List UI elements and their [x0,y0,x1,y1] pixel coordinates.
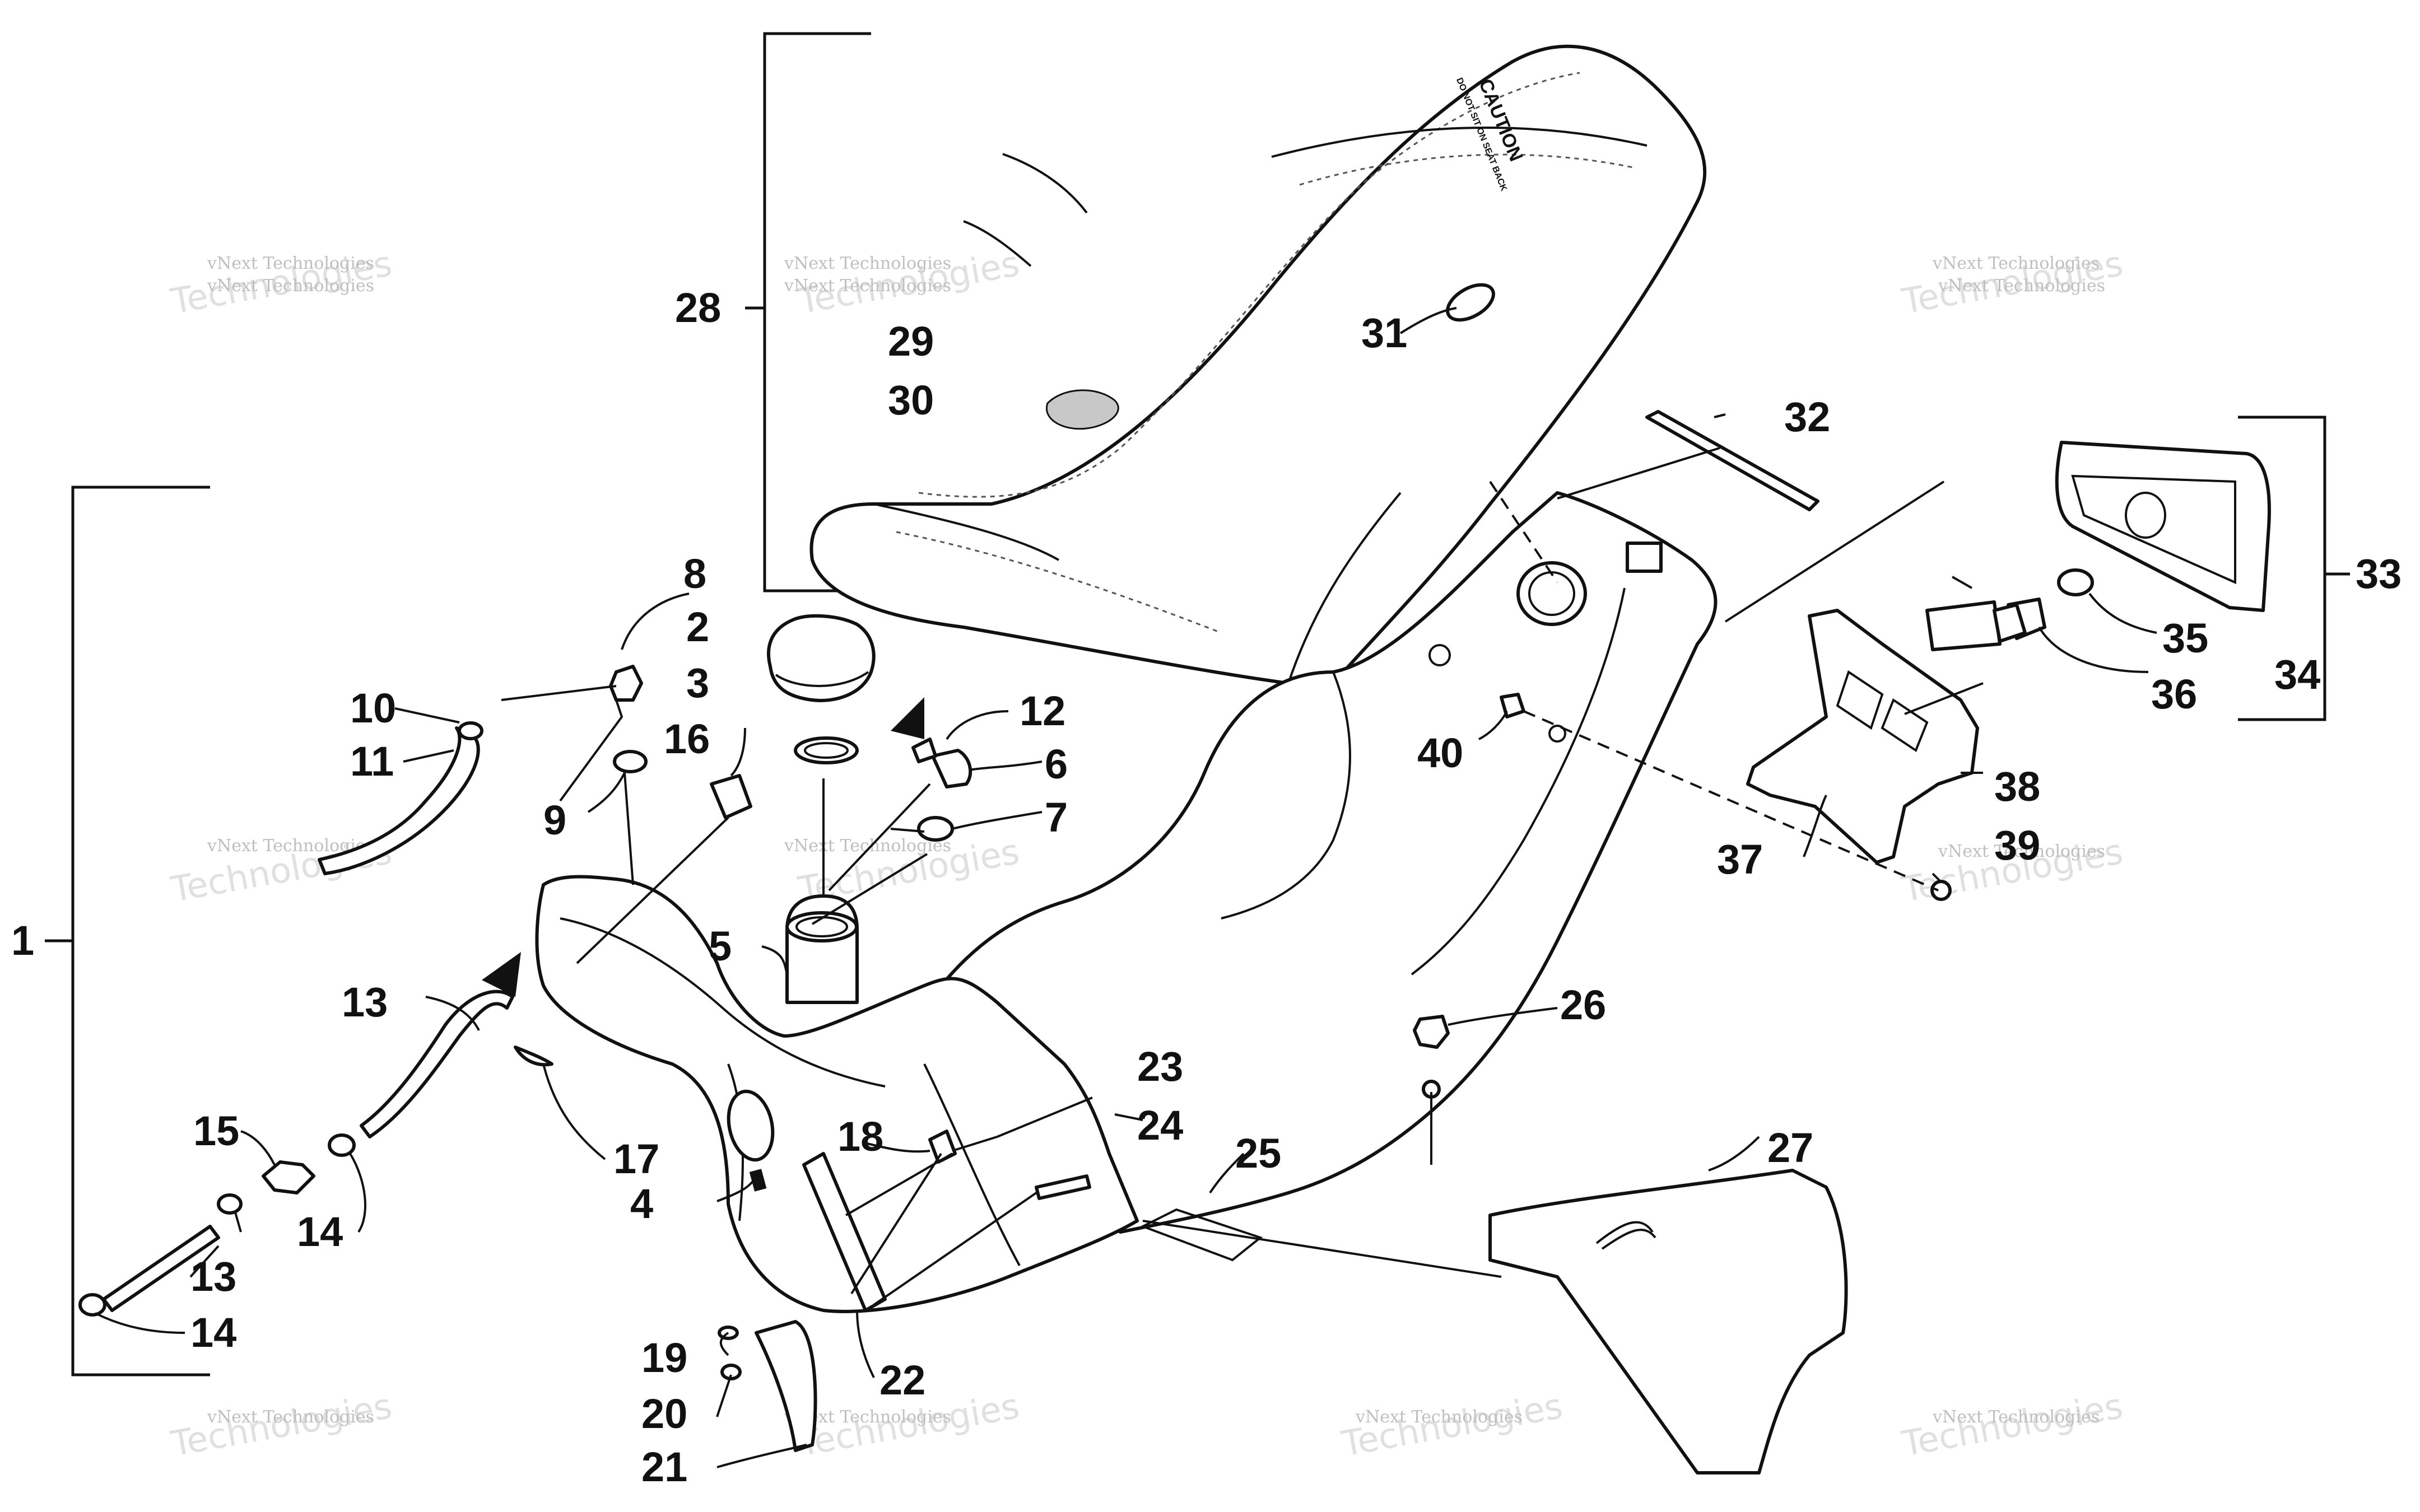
callout-13-upper: 13 [342,979,388,1025]
watermark: Technologies vNext Technologies [167,1385,395,1464]
callout-14-lower: 14 [190,1309,236,1356]
seat-strap [1446,283,1495,322]
callout-37: 37 [1717,836,1763,883]
callout-38: 38 [1994,763,2040,810]
bracket-group-28 [745,32,871,592]
callout-34: 34 [2274,651,2320,698]
callout-14-upper: 14 [297,1208,343,1255]
callout-4: 4 [630,1180,653,1227]
watermark: Technologies vNext Technologies vNext Te… [167,243,395,322]
svg-text:vNext Technologies: vNext Technologies [1932,1407,2100,1427]
leader-lines [95,153,2157,1468]
callout-30: 30 [888,377,934,423]
callout-3: 3 [686,660,709,706]
callout-11: 11 [350,738,394,785]
callout-25: 25 [1235,1130,1281,1177]
callout-35: 35 [2162,615,2208,661]
bracket-group-1 [45,486,210,1376]
callout-2: 2 [686,604,709,650]
svg-text:vNext Technologies: vNext Technologies [207,1407,374,1427]
reference-arrow-icon [482,952,521,997]
watermark: Technologies vNext Technologies vNext Te… [1898,243,2126,322]
callout-24: 24 [1137,1102,1183,1149]
callout-5: 5 [709,923,732,969]
gas-cap [767,614,876,764]
callout-21: 21 [641,1444,687,1490]
svg-text:vNext Technologies: vNext Technologies [784,836,951,856]
callout-labels: 1 2 3 4 5 6 7 8 9 10 11 12 13 13 14 14 1… [11,284,2402,1490]
callout-7: 7 [1045,794,1068,841]
rear-fender [923,491,1718,1262]
callout-13-lower: 13 [190,1253,236,1300]
callout-33: 33 [2356,550,2402,597]
callout-15: 15 [193,1108,239,1154]
callout-23: 23 [1137,1043,1183,1090]
callout-29: 29 [888,318,934,365]
callout-27: 27 [1767,1124,1813,1171]
callout-10: 10 [350,685,396,731]
callout-26: 26 [1560,982,1606,1028]
callout-19: 19 [641,1334,687,1381]
skid-plate [1488,1169,1848,1474]
svg-text:vNext Technologies: vNext Technologies [207,254,374,273]
callout-31: 31 [1361,310,1407,356]
callout-12: 12 [1020,688,1065,734]
svg-text:vNext Technologies: vNext Technologies [784,276,951,296]
callout-8: 8 [683,550,706,597]
seat: CAUTION DO NOT SIT ON SEAT BACK [809,44,1707,685]
svg-text:vNext Technologies: vNext Technologies [1355,1407,1523,1427]
callout-6: 6 [1045,741,1068,787]
svg-text:vNext Technologies: vNext Technologies [1932,254,2100,273]
callout-18: 18 [837,1113,883,1160]
watermark: Technologies vNext Technologies [1338,1385,1566,1464]
callout-22: 22 [879,1357,925,1403]
callout-20: 20 [641,1390,687,1437]
callout-40: 40 [1417,730,1463,776]
foam-pad [1045,389,1119,430]
seat-strap-band [1645,410,1819,511]
callout-36: 36 [2151,671,2197,717]
watermark: Technologies vNext Technologies [167,831,395,910]
callout-1: 1 [11,917,34,964]
fuel-tank [535,875,1139,1452]
callout-17: 17 [613,1136,659,1182]
watermark: Technologies vNext Technologies vNext Te… [784,243,1022,322]
callout-32: 32 [1784,394,1830,440]
bracket-group-33 [2238,416,2350,721]
callout-16: 16 [664,716,710,762]
reference-arrow-icon [891,697,924,739]
svg-text:vNext Technologies: vNext Technologies [1938,842,2105,861]
svg-text:vNext Technologies: vNext Technologies [1938,276,2105,296]
watermark: Technologies vNext Technologies [1898,1385,2126,1464]
callout-39: 39 [1994,822,2040,869]
callout-9: 9 [543,797,566,843]
tail-light [1925,441,2271,651]
hardware [78,665,1952,1380]
svg-text:vNext Technologies: vNext Technologies [784,254,951,273]
license-bracket [1746,609,1979,864]
callout-28: 28 [675,284,721,331]
svg-text:vNext Technologies: vNext Technologies [207,276,374,296]
